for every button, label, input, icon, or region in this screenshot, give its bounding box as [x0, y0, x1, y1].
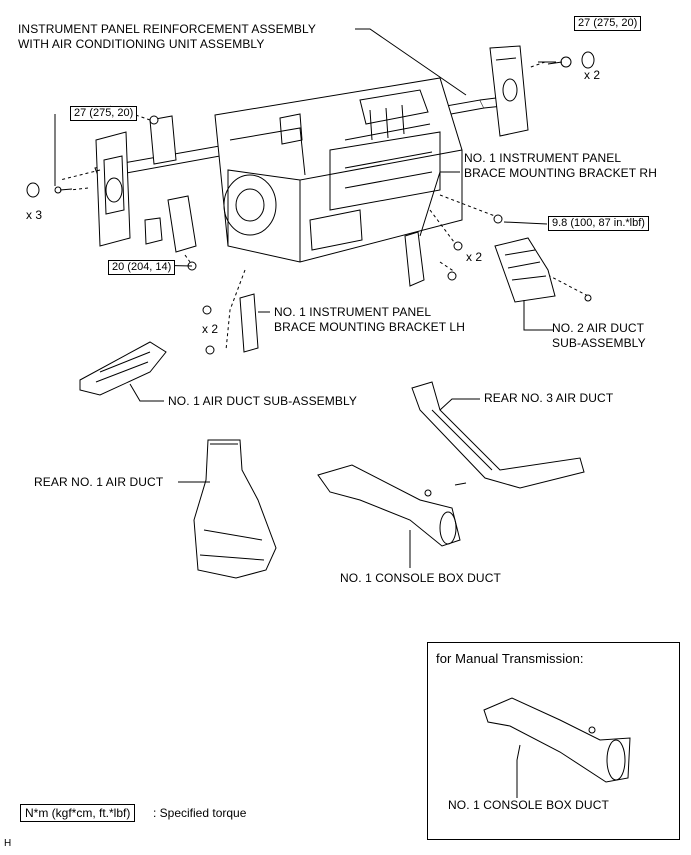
leader-lines	[54, 28, 556, 798]
label-bracket-rh-line2: BRACE MOUNTING BRACKET RH	[464, 166, 657, 180]
label-rear-no1-air-duct: REAR NO. 1 AIR DUCT	[34, 475, 164, 489]
quantity-right: x 2	[584, 68, 601, 82]
no2-air-duct-part	[494, 237, 556, 303]
quantity-mid: x 2	[466, 250, 483, 264]
torque-spec-lower: 20 (204, 14)	[108, 260, 176, 275]
label-rear-no3-air-duct: REAR NO. 3 AIR DUCT	[484, 391, 614, 405]
bracket-rh-part	[404, 231, 425, 287]
inset-console-box-duct-label: NO. 1 CONSOLE BOX DUCT	[448, 798, 609, 812]
label-ip-reinforcement-line1: INSTRUMENT PANEL REINFORCEMENT ASSEMBLY	[18, 22, 316, 36]
fasteners	[26, 51, 596, 734]
label-console-box-duct: NO. 1 CONSOLE BOX DUCT	[340, 571, 501, 585]
label-no2-air-duct-line1: NO. 2 AIR DUCT	[552, 321, 645, 335]
console-duct-part	[317, 464, 461, 547]
manual-transmission-inset: for Manual Transmission: NO. 1 CONSOLE B…	[427, 642, 680, 840]
no1-air-duct-part	[79, 341, 167, 396]
corner-code: H	[4, 838, 12, 849]
quantity-lh: x 2	[202, 322, 219, 336]
torque-spec-right: 27 (275, 20)	[574, 16, 642, 31]
torque-spec-left: 27 (275, 20)	[70, 106, 138, 121]
label-bracket-lh-line2: BRACE MOUNTING BRACKET LH	[274, 320, 465, 334]
legend-unit-box: N*m (kgf*cm, ft.*lbf)	[20, 804, 136, 822]
rear-no1-duct-part	[193, 439, 277, 579]
air-conditioning-unit	[214, 77, 463, 263]
label-ip-reinforcement-line2: WITH AIR CONDITIONING UNIT ASSEMBLY	[18, 37, 265, 51]
label-no1-air-duct: NO. 1 AIR DUCT SUB-ASSEMBLY	[168, 394, 357, 408]
inset-title: for Manual Transmission:	[436, 651, 584, 666]
label-no2-air-duct-line2: SUB-ASSEMBLY	[552, 336, 646, 350]
label-bracket-lh-line1: NO. 1 INSTRUMENT PANEL	[274, 305, 432, 319]
rear-no3-duct-part	[411, 381, 585, 489]
quantity-left: x 3	[26, 208, 43, 222]
torque-spec-nut: 9.8 (100, 87 in.*lbf)	[548, 216, 649, 231]
legend-text: : Specified torque	[153, 806, 247, 820]
label-bracket-rh-line1: NO. 1 INSTRUMENT PANEL	[464, 151, 622, 165]
bracket-lh-part	[239, 293, 259, 353]
inset-console-duct-part	[483, 697, 631, 783]
